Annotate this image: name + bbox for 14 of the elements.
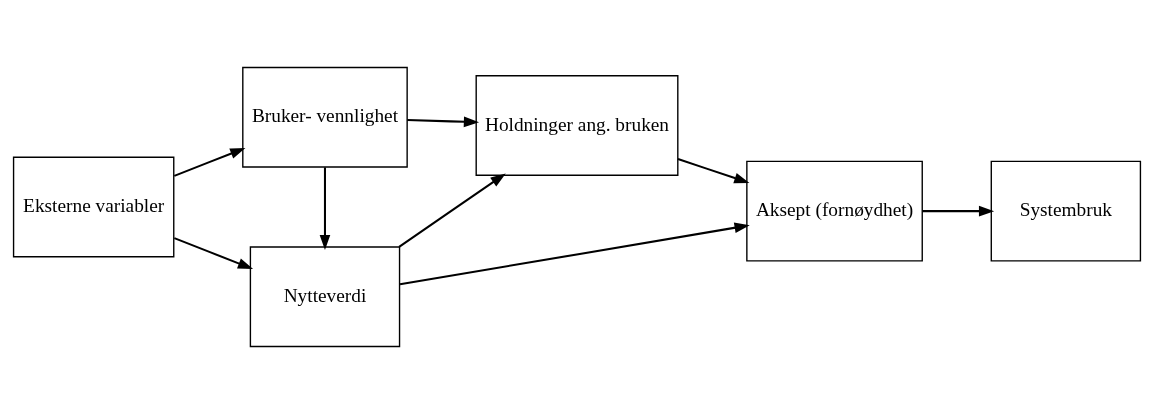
node-box: Bruker- vennlighet <box>242 66 408 168</box>
arrow <box>173 237 254 270</box>
arrow <box>407 116 480 128</box>
arrow <box>677 158 750 184</box>
arrow <box>173 147 246 177</box>
arrow <box>399 222 750 286</box>
arrow <box>922 205 995 217</box>
node-box: Nytteverdi <box>249 246 401 348</box>
node-box: Holdninger ang. bruken <box>475 75 679 176</box>
node-box: Aksept (fornøydhet) <box>746 160 923 262</box>
node-box: Eksterne variabler <box>12 156 175 258</box>
arrow <box>398 173 506 248</box>
node-box: Systembruk <box>990 160 1142 262</box>
arrow <box>319 167 331 251</box>
